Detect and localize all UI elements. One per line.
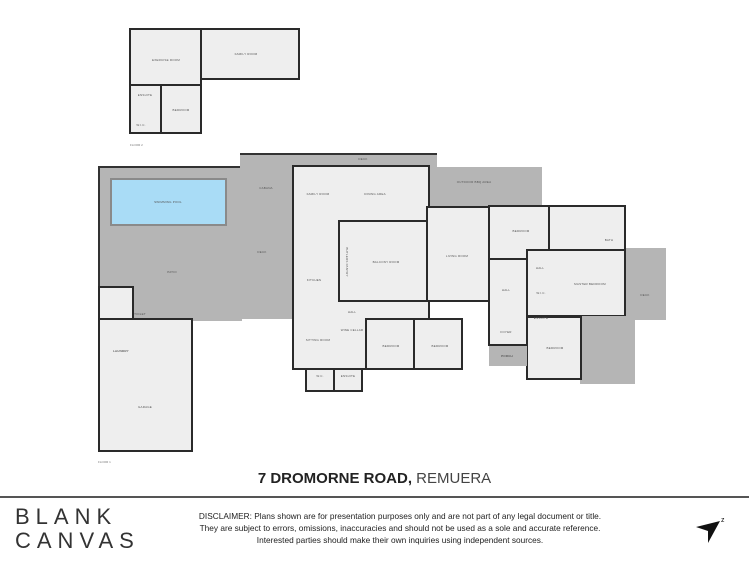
room-label: ENSUITE xyxy=(137,93,153,97)
room-label: MASTER BEDROOM xyxy=(574,282,606,286)
room-label: BEDROOM xyxy=(382,344,400,348)
room-label: FOYER xyxy=(500,330,512,334)
floor-label: FLOOR 1 xyxy=(98,460,111,464)
room-label: ENSUITE xyxy=(533,316,549,320)
room-label: SITTING ROOM xyxy=(305,338,331,342)
room-label: CABANA xyxy=(259,186,273,190)
svg-text:z: z xyxy=(721,517,725,524)
street-address: 7 DROMORNE ROAD, xyxy=(257,470,412,487)
property-address: 7 DROMORNE ROAD, REMUERA xyxy=(0,470,749,487)
room-label: DECK xyxy=(640,293,650,297)
room-label: BEDROOM xyxy=(431,344,449,348)
room-label: W.C. xyxy=(316,374,324,378)
room-label: HALL xyxy=(535,266,545,270)
room-label: LIVING ROOM xyxy=(445,254,469,258)
bathroom-upper xyxy=(129,84,162,134)
bath-area xyxy=(548,205,626,251)
hall-foyer xyxy=(488,258,528,346)
lounge-room xyxy=(338,220,430,302)
room-label: LAUNDRY xyxy=(113,349,129,353)
ensuite-2 xyxy=(333,368,363,392)
room-label: DINING AREA xyxy=(364,192,386,196)
blank-canvas-logo: BLANK CANVAS xyxy=(15,505,140,553)
room-label: BATH xyxy=(604,238,614,242)
room-label: FAMILY ROOM xyxy=(306,192,330,196)
room-label: OUTDOOR BBQ AREA xyxy=(456,180,492,184)
disclaimer-line: DISCLAIMER: Plans shown are for presenta… xyxy=(198,511,602,521)
room-label: W.I.C. xyxy=(136,123,146,127)
porch xyxy=(489,346,527,366)
room-label: DECK xyxy=(257,250,267,254)
wc xyxy=(305,368,335,392)
room-label: EXERCISE ROOM xyxy=(152,58,180,62)
room-label: KITCHEN xyxy=(306,278,322,282)
side-deck xyxy=(580,316,635,384)
room-label: W.I.C. xyxy=(536,291,546,295)
room-label: HALL xyxy=(347,310,357,314)
divider xyxy=(0,496,749,498)
bedroom-4 xyxy=(526,316,582,380)
room-label: GARAGE xyxy=(137,405,153,409)
cabana-deck xyxy=(240,165,292,319)
room-label: PORCH xyxy=(501,354,513,358)
room-label: BEDROOM xyxy=(546,346,564,350)
room-label: BEDROOM xyxy=(512,229,530,233)
master-deck xyxy=(626,248,666,320)
room-label: BUTLERS PANTRY xyxy=(345,247,349,277)
room-label: FAMILY ROOM xyxy=(234,52,258,56)
room-label: BEDROOM xyxy=(172,108,190,112)
laundry-wc xyxy=(98,286,134,320)
family-room-upper xyxy=(200,28,300,80)
swimming-pool xyxy=(110,178,227,226)
room-label: WINE CELLAR xyxy=(340,328,364,332)
bedroom-3 xyxy=(413,318,463,370)
room-label: ENSUITE xyxy=(340,374,356,378)
suburb: REMUERA xyxy=(416,470,492,487)
bedroom-2 xyxy=(365,318,415,370)
exercise-room xyxy=(129,28,202,86)
disclaimer-line: They are subject to errors, omissions, i… xyxy=(199,523,601,533)
outdoor-area xyxy=(430,167,542,208)
deck-top xyxy=(240,153,437,167)
room-label: TOILET xyxy=(134,312,146,316)
floor-label: FLOOR 2 xyxy=(130,143,143,147)
room-label: BALCONY ROOM xyxy=(372,260,400,264)
logo-line-2: CANVAS xyxy=(15,528,140,553)
north-arrow-icon: z xyxy=(696,515,728,550)
garage xyxy=(98,318,193,452)
disclaimer-line: Interested parties should make their own… xyxy=(256,535,544,545)
room-label: SWIMMING POOL xyxy=(154,200,182,204)
room-label: PATIO xyxy=(167,270,177,274)
logo-line-1: BLANK xyxy=(15,504,118,529)
room-label: DECK xyxy=(358,157,368,161)
disclaimer: DISCLAIMER: Plans shown are for presenta… xyxy=(180,510,620,546)
room-label: HALL xyxy=(501,288,511,292)
